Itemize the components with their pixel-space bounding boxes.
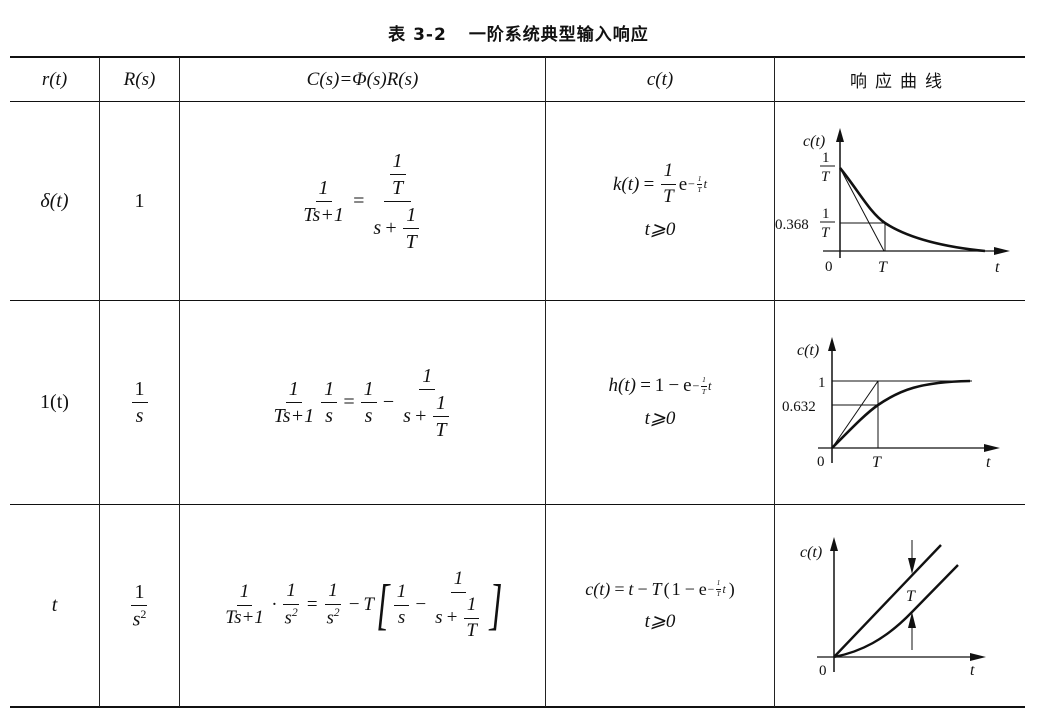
svg-text:1: 1: [818, 375, 826, 391]
x-axis-arrow-icon: [970, 653, 986, 661]
table-title: 一阶系统典型输入响应: [468, 25, 649, 45]
table-caption: 表 3-2 一阶系统典型输入响应: [0, 20, 1037, 45]
table-number: 表 3-2: [388, 25, 447, 45]
svg-text:t: t: [970, 662, 975, 679]
svg-text:0.632: 0.632: [782, 399, 816, 415]
y-axis-arrow-icon: [836, 128, 844, 142]
svg-text:T: T: [906, 588, 916, 605]
x-axis-arrow-icon: [984, 444, 1000, 452]
arrow-up-icon: [908, 612, 916, 628]
row1-r-t: δ(t): [40, 189, 69, 212]
y-axis-arrow-icon: [830, 537, 838, 551]
svg-text:T: T: [821, 169, 831, 185]
condition: t⩾0: [644, 218, 676, 240]
y-axis-arrow-icon: [828, 337, 836, 351]
row1-R-s: 1: [134, 189, 145, 212]
col-divider-4: [774, 57, 775, 707]
col-divider-2: [179, 57, 180, 707]
row3-r-t: t: [51, 594, 58, 616]
table-top-rule: [10, 56, 1025, 58]
svg-text:1: 1: [822, 206, 830, 222]
svg-text:0: 0: [825, 259, 833, 275]
table-bottom-rule: [10, 706, 1025, 708]
svg-text:T: T: [878, 259, 888, 276]
svg-text:c(t): c(t): [797, 342, 819, 359]
condition: t⩾0: [644, 408, 676, 429]
svg-text:0: 0: [819, 663, 827, 679]
x-axis-arrow-icon: [994, 247, 1010, 255]
svg-text:c(t): c(t): [803, 133, 825, 150]
col-divider-1: [99, 57, 100, 707]
row2-r-t: 1(t): [40, 391, 69, 413]
header-c-t: c(t): [646, 68, 674, 90]
condition: t⩾0: [644, 610, 676, 632]
svg-text:c(t): c(t): [800, 544, 822, 561]
svg-text:1: 1: [822, 150, 830, 166]
header-response-curve: 响应曲线: [850, 72, 950, 92]
header-r-t: r(t): [41, 68, 68, 90]
svg-text:T: T: [821, 225, 831, 241]
svg-text:T: T: [872, 454, 882, 471]
arrow-down-icon: [908, 558, 916, 574]
header-rule: [10, 101, 1025, 102]
row-rule-1: [10, 300, 1025, 301]
col-divider-3: [545, 57, 546, 707]
svg-text:0: 0: [817, 454, 825, 470]
svg-text:t: t: [995, 259, 1000, 276]
row-rule-2: [10, 504, 1025, 505]
header-C-s: C(s)=Φ(s)R(s): [306, 68, 419, 90]
svg-text:t: t: [986, 454, 991, 471]
svg-text:0.368: 0.368: [775, 217, 809, 233]
header-R-s: R(s): [123, 68, 156, 90]
